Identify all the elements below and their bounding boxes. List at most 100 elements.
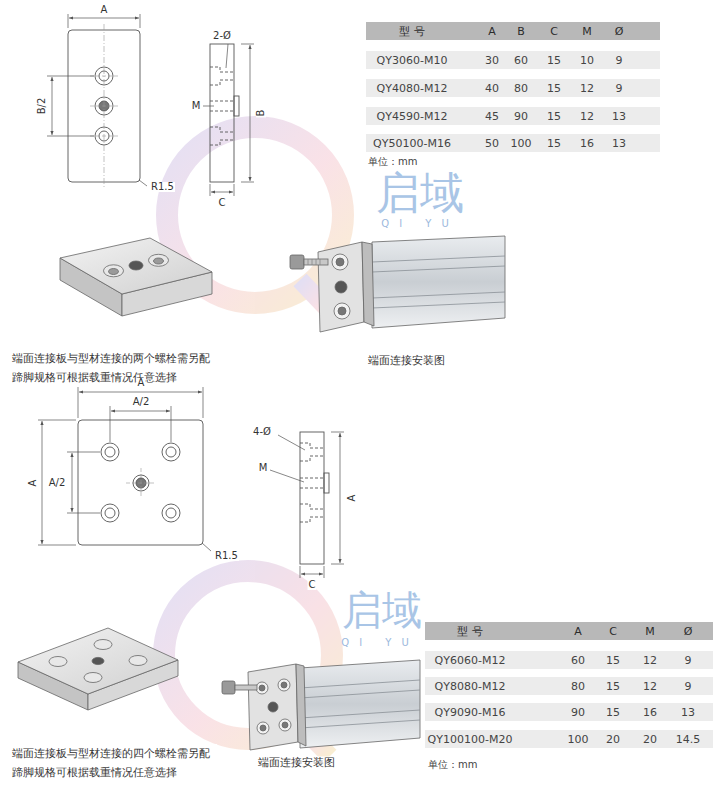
assembly-illustration <box>300 680 420 728</box>
dimension-line <box>42 421 43 544</box>
assembly-illustration <box>290 236 505 332</box>
watermark: QI YU <box>341 638 418 648</box>
dimension-line <box>203 106 214 107</box>
assembly-illustration <box>296 664 306 746</box>
dimension-line <box>47 76 94 136</box>
assembly-illustration <box>372 236 505 328</box>
dimension-label: B <box>256 109 266 118</box>
plate-3d <box>49 657 67 667</box>
dimension-label: A <box>137 378 146 388</box>
table-cell: 80 <box>571 681 585 692</box>
front-view <box>78 420 203 545</box>
table-cell: 10 <box>580 55 594 66</box>
dimension-line <box>250 45 251 181</box>
dimension-line <box>79 392 202 393</box>
dimension-line <box>202 543 211 551</box>
table-cell: 13 <box>612 138 626 149</box>
dimension-line <box>78 387 203 418</box>
front-view <box>166 508 176 518</box>
table-cell: 30 <box>485 55 499 66</box>
watermark: 启域 <box>376 171 464 215</box>
spec-table <box>425 677 713 695</box>
front-view <box>78 420 203 545</box>
dimension-label: R1.5 <box>150 182 175 192</box>
spec-table <box>425 703 713 721</box>
plate-3d <box>60 238 212 316</box>
table-cell: 100 <box>511 138 532 149</box>
side-view <box>300 432 329 564</box>
assembly-illustration <box>318 242 364 332</box>
dimension-label: R1.5 <box>214 551 239 561</box>
dimension-label: A <box>347 494 357 503</box>
table-cell: 12 <box>580 83 594 94</box>
side-view <box>234 96 239 116</box>
table-cell: 16 <box>643 707 657 718</box>
table-cell: 15 <box>547 83 561 94</box>
spec-table <box>366 22 660 40</box>
assembly-illustration <box>222 681 235 694</box>
table-cell: 60 <box>571 655 585 666</box>
assembly-illustration <box>257 722 269 734</box>
plate-3d <box>60 238 212 294</box>
plate-3d <box>84 673 102 683</box>
assembly-illustration <box>282 722 288 728</box>
table-header: M <box>645 626 655 637</box>
dimension-line <box>38 420 76 545</box>
table-cell: QY100100-M20 <box>428 734 513 745</box>
watermark: 启域 <box>342 590 422 630</box>
table-cell: 16 <box>580 138 594 149</box>
dimension-line <box>241 44 254 182</box>
dimension-line <box>211 192 233 193</box>
table-cell: 90 <box>571 707 585 718</box>
dimension-label: A/2 <box>48 478 67 488</box>
dimension-label: A/2 <box>132 397 151 407</box>
dimension-line <box>67 452 100 513</box>
table-cell: QY4080-M12 <box>377 83 448 94</box>
table-header: A <box>574 626 582 637</box>
assembly-illustration <box>334 303 350 319</box>
spec-table <box>366 134 660 152</box>
table-cell: 20 <box>643 734 657 745</box>
dimension-line <box>52 77 53 135</box>
spec-table <box>425 622 713 640</box>
spec-table <box>366 22 660 152</box>
figure-caption: 端面连接安装图 <box>368 355 445 366</box>
assembly-illustration <box>281 682 287 688</box>
dimension-line <box>203 44 254 196</box>
front-view <box>126 468 156 498</box>
table-cell: QY3060-M10 <box>377 55 448 66</box>
front-view <box>90 76 118 136</box>
plate-3d <box>129 261 143 270</box>
table-header: 型 号 <box>457 626 483 637</box>
dimension-line <box>340 433 341 563</box>
side-view <box>300 443 324 522</box>
dimension-line <box>110 406 171 442</box>
side-view <box>300 432 324 564</box>
front-view <box>166 447 176 457</box>
assembly-illustration <box>308 259 320 265</box>
plate-3d <box>109 269 119 275</box>
table-cell: 45 <box>485 111 499 122</box>
assembly-illustration <box>268 702 278 712</box>
table-cell: QY4590-M12 <box>377 111 448 122</box>
dimension-label: B/2 <box>37 97 47 116</box>
dimension-line <box>270 432 344 578</box>
front-view <box>101 443 119 461</box>
assembly-illustration <box>222 660 420 750</box>
table-cell: 20 <box>606 734 620 745</box>
assembly-illustration <box>235 685 257 690</box>
spec-table <box>425 651 713 669</box>
note-text: 端面连接板与型材连接的两个螺栓需另配 蹄脚规格可根据载重情况任意选择 <box>12 349 217 387</box>
assembly-illustration <box>278 679 290 691</box>
table-header: C <box>609 626 617 637</box>
unit-note: 单位：mm <box>368 157 417 167</box>
table-cell: QY50100-M16 <box>373 138 451 149</box>
dimension-line <box>300 566 324 578</box>
table-header: M <box>582 26 592 37</box>
assembly-illustration <box>362 242 374 326</box>
plate-3d <box>154 258 164 264</box>
spec-table <box>366 79 660 97</box>
table-cell: 50 <box>485 138 499 149</box>
table-cell: 9 <box>616 83 623 94</box>
